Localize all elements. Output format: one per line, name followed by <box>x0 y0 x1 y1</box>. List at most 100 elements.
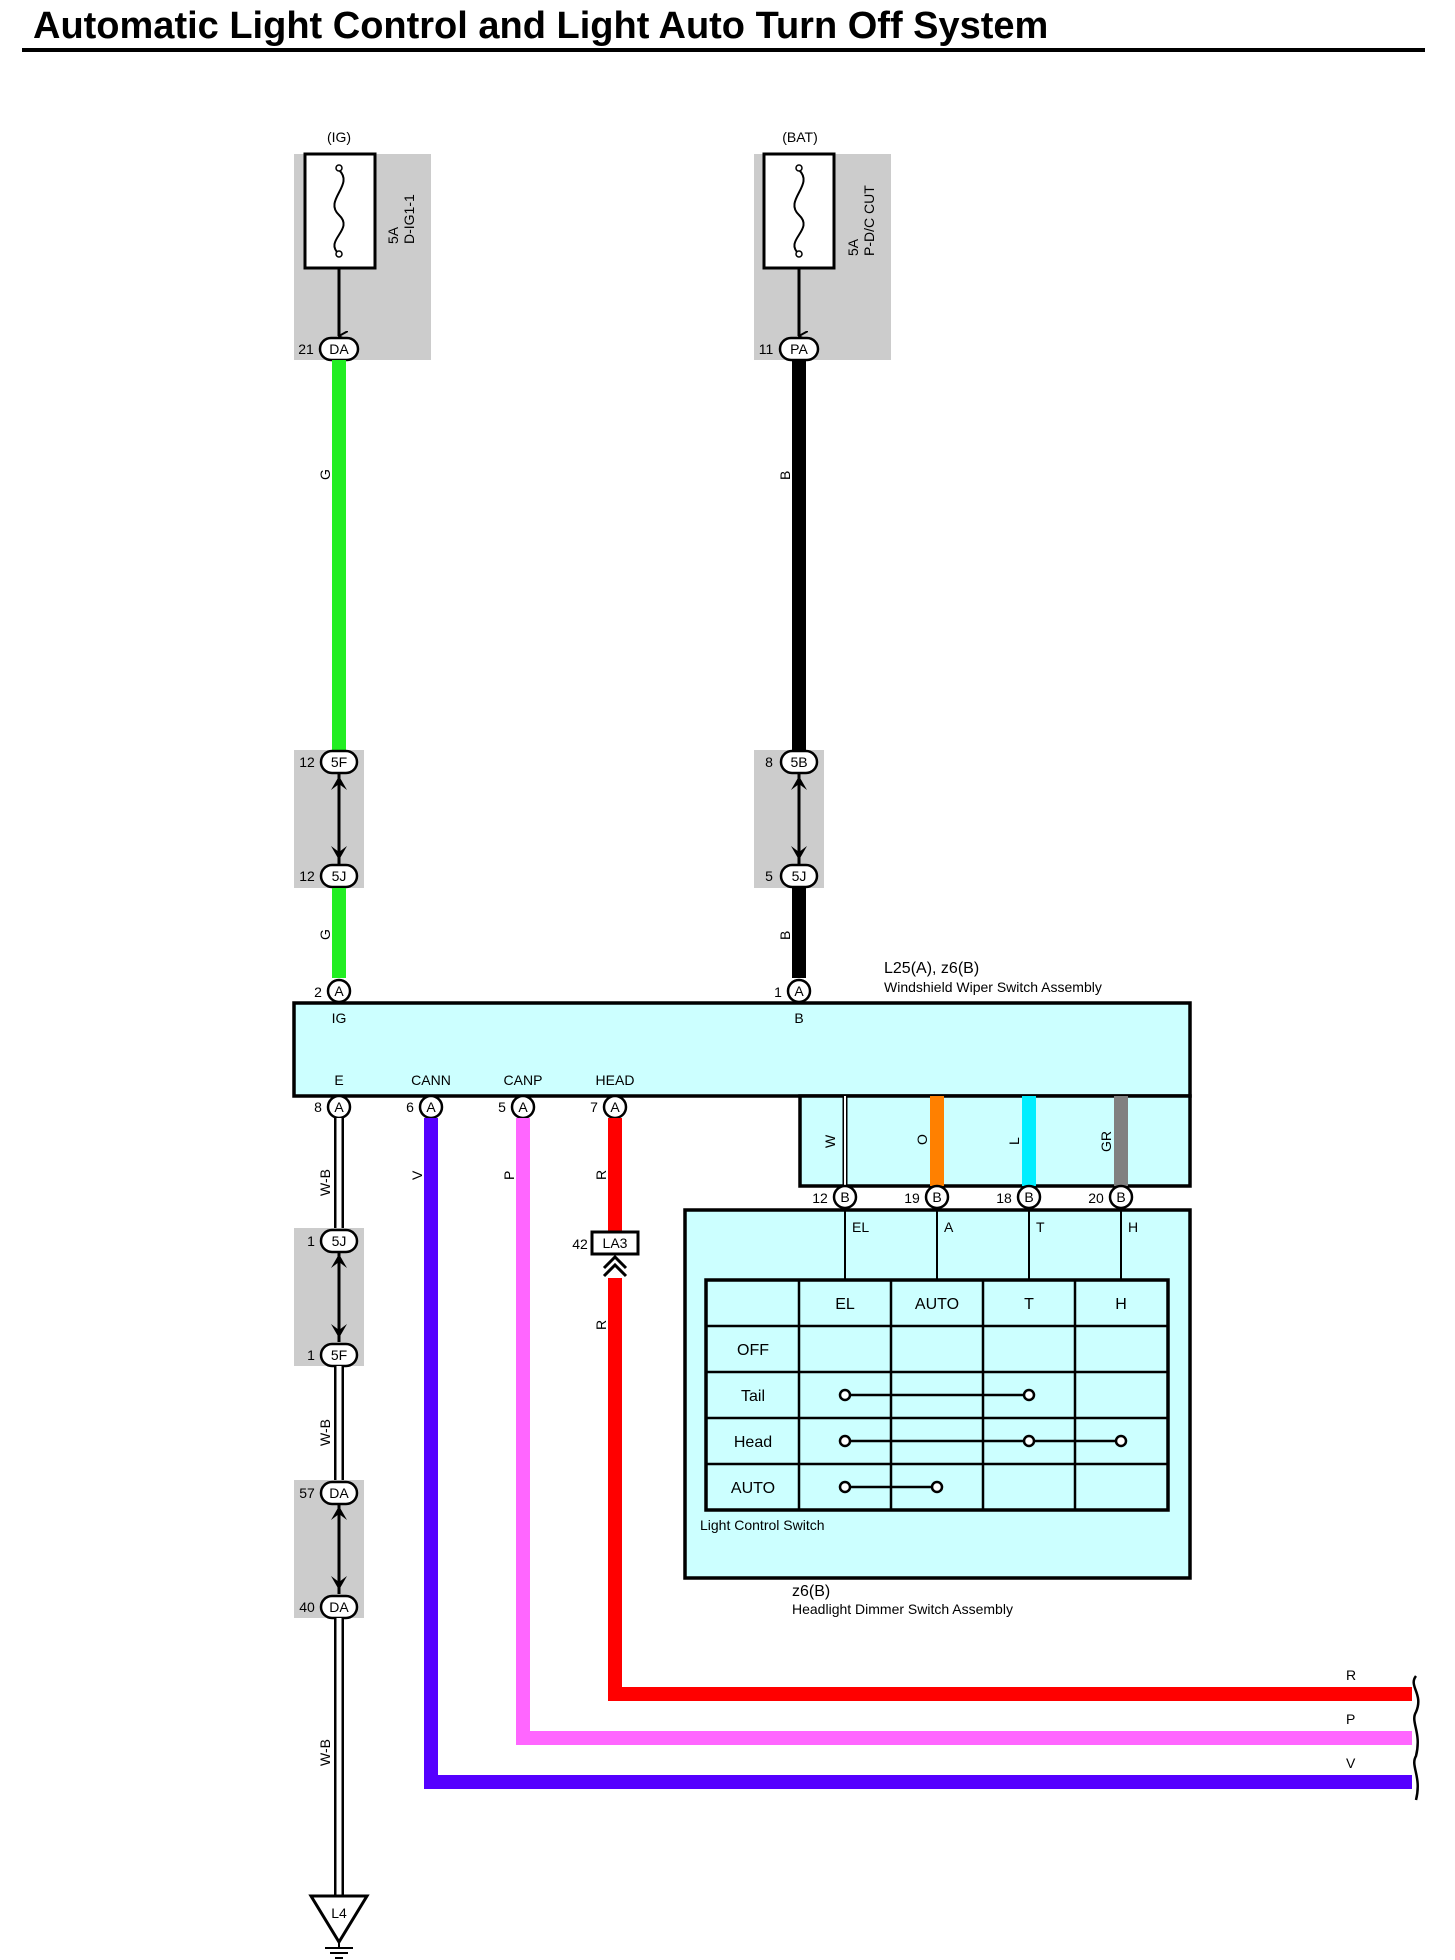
fuse-bat-source: (BAT) <box>782 129 818 145</box>
module-label-e: E <box>334 1072 343 1088</box>
table-connection-dot <box>1114 1434 1128 1448</box>
dimmer-label-t: T <box>1036 1219 1045 1235</box>
table-connection-dot <box>838 1480 852 1494</box>
table-connection-dot <box>1022 1434 1036 1448</box>
module-switch-panel <box>798 1094 1192 1188</box>
table-connection-dot <box>838 1388 852 1402</box>
junction-ig-top-pin: 12 <box>299 754 315 770</box>
wire-ground: W-B 1 5J 1 5F W-B 57 DA 40 DA W-B <box>294 1118 364 1896</box>
wire-out-r-label: R <box>1346 1667 1356 1683</box>
dimmer-terminal-a-pin: 19 <box>904 1190 920 1206</box>
wire-ig-label-lower: G <box>317 929 333 940</box>
junction-head-conn: LA3 <box>603 1235 628 1251</box>
wire-sw-w-label: W <box>822 1134 838 1148</box>
junction-gnd1-top-conn: 5J <box>332 1233 347 1249</box>
wire-ground-label-1: W-B <box>317 1169 333 1196</box>
table-row-head: Head <box>734 1434 772 1451</box>
module-terminal-cann-pin: 6 <box>406 1099 414 1115</box>
fuse-bat: (BAT) 5A P-D/C CUT 11 PA <box>754 129 891 362</box>
wire-canp <box>516 1118 1412 1745</box>
light-control-table: EL AUTO T H OFF Tail Head AUTO <box>704 1278 1170 1512</box>
dimmer-label-h: H <box>1128 1219 1138 1235</box>
junction-head: 42 LA3 <box>572 1230 640 1278</box>
module-ref: L25(A), z6(B) <box>884 960 979 977</box>
table-row-auto: AUTO <box>731 1480 775 1497</box>
junction-bat-top-conn: 5B <box>790 754 807 770</box>
fuse-ig-element <box>333 169 345 255</box>
junction-gnd2-bottom-conn: DA <box>329 1599 349 1615</box>
dimmer-terminal-h-conn: B <box>1116 1189 1125 1205</box>
module-terminal-e-pin: 8 <box>314 1099 322 1115</box>
module-name: Windshield Wiper Switch Assembly <box>884 979 1102 995</box>
junction-bat: 8 5B 5 5J <box>754 749 824 889</box>
table-connection-dot <box>930 1480 944 1494</box>
dimmer-label-el: EL <box>852 1219 869 1235</box>
module-terminal-head-conn: A <box>610 1099 620 1115</box>
light-control-switch-label: Light Control Switch <box>700 1517 825 1533</box>
junction-ig-bottom-pin: 12 <box>299 868 315 884</box>
fuse-bat-box <box>762 152 836 270</box>
table-connection-dot <box>1022 1388 1036 1402</box>
wire-ig-label-upper: G <box>317 469 333 480</box>
junction-bat-bottom-pin: 5 <box>765 868 773 884</box>
ground-label: L4 <box>331 1905 347 1921</box>
junction-ig-top-conn: 5F <box>331 754 347 770</box>
wire-head-label-1: R <box>593 1170 609 1180</box>
dimmer-terminal-el-pin: 12 <box>812 1190 828 1206</box>
dimmer-terminal-h-pin: 20 <box>1088 1190 1104 1206</box>
fuse-ig-rating: 5A <box>385 226 401 244</box>
wire-cann-label: V <box>409 1170 425 1180</box>
fuse-ig: (IG) 5A D-IG1-1 21 DA <box>294 129 431 362</box>
wire-bat-label-upper: B <box>777 471 793 480</box>
module-terminal-head-pin: 7 <box>590 1099 598 1115</box>
junction-gnd1-bottom-conn: 5F <box>331 1347 347 1363</box>
fuse-ig-pin: 21 <box>298 341 314 357</box>
page-title: Automatic Light Control and Light Auto T… <box>33 5 1048 47</box>
module-terminal-canp-pin: 5 <box>498 1099 506 1115</box>
module-label-b: B <box>794 1010 803 1026</box>
dimmer-terminal-t-conn: B <box>1024 1189 1033 1205</box>
dimmer-name: Headlight Dimmer Switch Assembly <box>792 1601 1013 1617</box>
junction-gnd1-bottom-pin: 1 <box>307 1347 315 1363</box>
table-col-t: T <box>1024 1296 1034 1313</box>
junction-bat-top-pin: 8 <box>765 754 773 770</box>
wire-cann <box>424 1118 1412 1789</box>
module-label-ig: IG <box>332 1010 347 1026</box>
dimmer-terminal-a-conn: B <box>932 1189 941 1205</box>
module-body <box>292 1001 1192 1098</box>
dimmer-terminal-el-conn: B <box>840 1189 849 1205</box>
wire-ground-label-3: W-B <box>317 1739 333 1766</box>
module-terminal-b-pin: 1 <box>774 984 782 1000</box>
wire-out-v-label: V <box>1346 1755 1356 1771</box>
table-row-off: OFF <box>737 1342 769 1359</box>
fuse-bat-rating: 5A <box>845 238 861 256</box>
fuse-bat-element <box>793 169 805 255</box>
dimmer-label-a: A <box>944 1219 954 1235</box>
dimmer-ref: z6(B) <box>792 1583 830 1600</box>
table-connection-dot <box>838 1434 852 1448</box>
module-label-cann: CANN <box>411 1072 451 1088</box>
junction-gnd2-bottom-pin: 40 <box>299 1599 315 1615</box>
module-terminal-e-conn: A <box>334 1099 344 1115</box>
wire-head-label-2: R <box>593 1320 609 1330</box>
wire-break-mark <box>1412 1675 1420 1801</box>
junction-gnd1-top-pin: 1 <box>307 1233 315 1249</box>
table-connections <box>838 1388 1128 1494</box>
module-label-canp: CANP <box>504 1072 543 1088</box>
wire-out-p-label: P <box>1346 1711 1355 1727</box>
junction-gnd2-top-pin: 57 <box>299 1485 315 1501</box>
wire-sw-gr-label: GR <box>1098 1131 1114 1152</box>
module-terminal-cann-conn: A <box>426 1099 436 1115</box>
wire-bat-label-lower: B <box>777 931 793 940</box>
module-label-head: HEAD <box>596 1072 635 1088</box>
fuse-ig-name: D-IG1-1 <box>401 194 417 244</box>
table-col-auto: AUTO <box>915 1296 959 1313</box>
ground-symbol: L4 <box>308 1894 370 1959</box>
module-terminal-ig-conn: A <box>334 983 344 999</box>
junction-ig: 12 5F 12 5J <box>294 749 364 889</box>
module-terminal-canp-conn: A <box>518 1099 528 1115</box>
fuse-ig-box <box>303 152 377 270</box>
table-col-el: EL <box>835 1296 855 1313</box>
wire-canp-label: P <box>501 1171 517 1180</box>
